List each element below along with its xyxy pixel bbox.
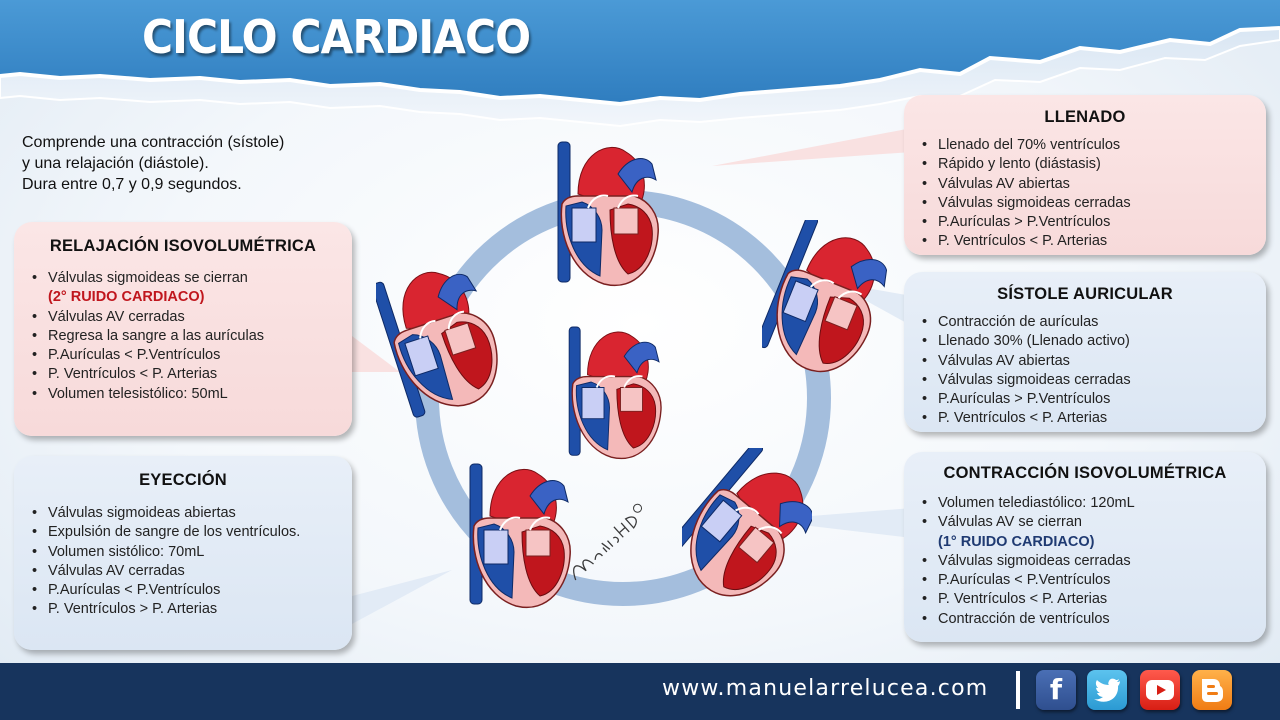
eyeccion-list: Válvulas sigmoideas abiertas Expulsión d…: [28, 504, 338, 620]
twitter-icon[interactable]: [1087, 670, 1127, 710]
list-item: Válvulas AV cerradas: [28, 308, 338, 328]
intro-line: Comprende una contracción (sístole): [22, 134, 285, 151]
eyeccion-box: EYECCIÓN Válvulas sigmoideas abiertas Ex…: [14, 456, 352, 650]
list-item: Válvulas AV se cierran: [918, 513, 1252, 533]
list-item: P. Ventrículos < P. Arterias: [918, 232, 1252, 252]
list-item: Válvulas AV abiertas: [918, 175, 1252, 195]
eyeccion-title: EYECCIÓN: [139, 471, 227, 489]
llenado-list: Llenado del 70% ventrículos Rápido y len…: [918, 136, 1252, 252]
contraccion-isovolumetrica-box: CONTRACCIÓN ISOVOLUMÉTRICA Volumen teled…: [904, 452, 1266, 642]
list-item: Volumen telediastólico: 120mL: [918, 494, 1252, 514]
heart-icon-sistole: [762, 220, 892, 380]
heart-icon-relajacion: [376, 258, 506, 418]
list-item: Expulsión de sangre de los ventrículos.: [28, 523, 338, 543]
contraccion-isovolumetrica-list: Volumen telediastólico: 120mL Válvulas A…: [918, 494, 1252, 629]
heart-icon-contraccion: [682, 448, 812, 608]
intro-line: y una relajación (diástole).: [22, 155, 209, 172]
twitter-bird-icon: [1094, 678, 1120, 702]
list-item: Llenado del 70% ventrículos: [918, 136, 1252, 156]
relajacion-isovolumetrica-title: RELAJACIÓN ISOVOLUMÉTRICA: [49, 237, 317, 255]
sistole-auricular-box: SÍSTOLE AURICULAR Contracción de aurícul…: [904, 272, 1266, 432]
list-item: Válvulas sigmoideas abiertas: [28, 504, 338, 524]
pointer-eyeccion: [352, 570, 452, 624]
list-item: Válvulas AV abiertas: [918, 352, 1252, 372]
list-item: P.Aurículas < P.Ventrículos: [28, 581, 338, 601]
llenado-box: LLENADO Llenado del 70% ventrículos Rápi…: [904, 95, 1266, 255]
footer-divider: [1016, 671, 1020, 709]
sistole-auricular-list: Contracción de aurículas Llenado 30% (Ll…: [918, 313, 1252, 429]
list-item: P. Ventrículos < P. Arterias: [918, 409, 1252, 429]
pointer-relajacion: [352, 336, 400, 372]
sistole-auricular-title: SÍSTOLE AURICULAR: [997, 285, 1173, 303]
banner-band: [0, 0, 1280, 104]
author-signature: [573, 503, 643, 581]
pointer-contraccion: [760, 508, 912, 538]
heart-icon-center: [568, 326, 662, 460]
blogger-icon[interactable]: [1192, 670, 1232, 710]
heart-sound-label: (2° RUIDO CARDIACO): [48, 289, 205, 306]
youtube-icon[interactable]: [1140, 670, 1180, 710]
list-item: Válvulas sigmoideas se cierran: [28, 269, 338, 289]
list-item: Válvulas AV cerradas: [28, 562, 338, 582]
relajacion-isovolumetrica-list: Válvulas sigmoideas se cierran (2° RUIDO…: [28, 269, 338, 404]
contraccion-isovolumetrica-title: CONTRACCIÓN ISOVOLUMÉTRICA: [943, 464, 1227, 482]
list-item: Regresa la sangre a las aurículas: [28, 327, 338, 347]
page-title: CICLO CARDIACO: [142, 10, 531, 64]
torn-paper-highlight: [0, 26, 1280, 107]
list-item: P. Ventrículos < P. Arterias: [28, 365, 338, 385]
llenado-title: LLENADO: [1044, 108, 1126, 126]
facebook-icon[interactable]: f: [1036, 670, 1076, 710]
blogger-b-icon: [1202, 679, 1223, 702]
list-item: P.Aurículas > P.Ventrículos: [918, 390, 1252, 410]
intro-line: Dura entre 0,7 y 0,9 segundos.: [22, 176, 242, 193]
list-item: Volumen sistólico: 70mL: [28, 543, 338, 563]
pointer-llenado: [712, 128, 912, 166]
heart-sound-label: (1° RUIDO CARDIACO): [938, 533, 1095, 550]
list-item: Válvulas sigmoideas cerradas: [918, 194, 1252, 214]
heart-icon-llenado: [557, 141, 660, 287]
list-item: P. Ventrículos < P. Arterias: [918, 590, 1252, 610]
list-item: P.Aurículas > P.Ventrículos: [918, 213, 1252, 233]
list-item: Válvulas sigmoideas cerradas: [918, 371, 1252, 391]
list-item: P.Aurículas < P.Ventrículos: [28, 346, 338, 366]
list-item: P.Aurículas < P.Ventrículos: [918, 571, 1252, 591]
list-item: P. Ventrículos > P. Arterias: [28, 600, 338, 620]
list-item: Volumen telesistólico: 50mL: [28, 385, 338, 405]
heart-icon-eyeccion: [469, 463, 572, 609]
list-item: Contracción de ventrículos: [918, 610, 1252, 630]
intro-text: Comprende una contracción (sístole) y un…: [22, 132, 284, 195]
list-item: Contracción de aurículas: [918, 313, 1252, 333]
list-item: Rápido y lento (diástasis): [918, 155, 1252, 175]
youtube-play-icon: [1146, 680, 1174, 700]
list-item: Válvulas sigmoideas cerradas: [918, 552, 1252, 572]
list-item: Llenado 30% (Llenado activo): [918, 332, 1252, 352]
relajacion-isovolumetrica-box: RELAJACIÓN ISOVOLUMÉTRICA Válvulas sigmo…: [14, 222, 352, 436]
website-link[interactable]: www.manuelarrelucea.com: [662, 676, 989, 701]
